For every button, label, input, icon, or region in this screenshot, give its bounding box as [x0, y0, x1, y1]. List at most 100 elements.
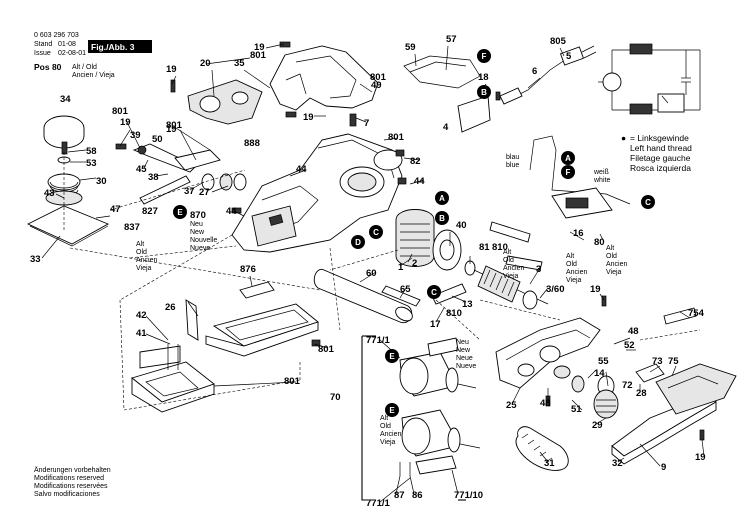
old-left-2: Old — [136, 249, 147, 256]
marker-circle — [435, 191, 449, 205]
fig-label-box — [88, 40, 152, 53]
marker-a: A — [435, 191, 449, 205]
part-number-label: 801 — [318, 344, 335, 355]
part-number-label: 20 — [200, 58, 211, 69]
main-housing — [231, 133, 403, 253]
marker-circle — [477, 49, 491, 63]
part-number-label: 57 — [446, 34, 457, 45]
leader-line — [179, 129, 197, 161]
leader-line — [189, 181, 205, 191]
part-number-label: 7 — [364, 118, 369, 129]
part-number-label: 801 — [388, 132, 405, 143]
marker-circle — [351, 235, 365, 249]
footer-line-1: Änderungen vorbehalten — [34, 466, 111, 474]
leader-line — [171, 75, 177, 85]
old-right-1: Alt — [566, 253, 574, 260]
leader-line — [569, 231, 585, 241]
new-left-2: New — [190, 229, 205, 236]
base-plate — [205, 281, 319, 357]
footer-notes: Änderungen vorbehalten Modifications res… — [34, 466, 111, 498]
construction-line — [329, 247, 341, 331]
marker-c: C — [641, 195, 655, 209]
leader-line — [143, 159, 149, 169]
wiring-schematic — [598, 43, 701, 115]
leader-line — [617, 457, 625, 463]
leader-line — [313, 343, 329, 349]
part-number-label: 810 — [446, 308, 462, 319]
handle-housing-top — [187, 45, 379, 125]
part-number-label: 33 — [30, 254, 41, 265]
motor-variants — [361, 335, 481, 501]
part-number-label: 827 — [142, 206, 158, 217]
gear-housing — [495, 307, 737, 471]
part-number-label: 72 — [622, 380, 633, 391]
construction-line — [119, 234, 233, 301]
leader-line — [211, 185, 229, 193]
old-80-1: Alt — [606, 245, 614, 252]
leader-line — [539, 287, 549, 299]
marker-e: E — [385, 349, 399, 363]
doc-number: 0 603 296 703 — [34, 32, 79, 39]
fig-label: Fig./Abb. 3 — [91, 42, 135, 52]
pos-note-2: Ancien / Vieja — [72, 72, 115, 79]
leader-line — [355, 117, 367, 123]
old-right-4: Vieja — [566, 277, 582, 284]
leader-line — [95, 215, 111, 219]
marker-b: B — [435, 211, 449, 225]
switch-assembly: blau blue weiß white — [506, 135, 631, 219]
part-number-label: 37 — [184, 186, 195, 197]
new-left-4: Nueve — [190, 245, 210, 252]
marker-letter: B — [439, 214, 445, 223]
part-number-label: 18 — [478, 72, 489, 83]
old-810-4: Vieja — [503, 273, 519, 280]
thread-legend: ● = Linksgewinde Left hand thread Fileta… — [621, 133, 692, 173]
part-number-label: 70 — [330, 392, 341, 403]
part-number-label: 34 — [60, 94, 71, 105]
part-number-label: 30 — [96, 176, 107, 187]
part-number-label: 19 — [695, 452, 706, 463]
part-number-label: 801 — [250, 50, 267, 61]
leader-line — [379, 477, 411, 503]
part-number-label: 60 — [366, 268, 377, 279]
construction-line — [119, 299, 125, 411]
pos-label: Pos 80 — [34, 62, 62, 72]
marker-circle — [561, 151, 575, 165]
new-left-3: Nouvelle — [190, 237, 217, 244]
leader-line — [119, 129, 131, 147]
leader-line — [571, 399, 583, 411]
old-mid-2: Old — [380, 423, 391, 430]
old-right-3: Ancien — [566, 269, 588, 276]
wire-blau: blau — [506, 154, 519, 161]
wire-white: white — [593, 177, 610, 184]
part-number-label: 19 — [120, 117, 131, 128]
marker-d: D — [351, 235, 365, 249]
part-number-label: 25 — [506, 400, 517, 411]
part-number-label: 50 — [152, 134, 163, 145]
leader-line — [399, 287, 407, 299]
part-number-label: 9 — [661, 462, 666, 473]
leader-line — [539, 451, 549, 463]
part-number-label: 32 — [612, 458, 623, 469]
leader-line — [145, 333, 171, 345]
old-left-1: Alt — [136, 241, 144, 248]
legend-symbol: ● — [621, 133, 626, 143]
part-number-label: 801 — [370, 72, 387, 83]
marker-letter: C — [373, 228, 379, 237]
footer-line-2: Modifications reserved — [34, 475, 104, 482]
marker-a: A — [561, 151, 575, 165]
part-number-label: 35 — [234, 58, 245, 69]
leader-line — [451, 295, 467, 303]
marker-f: F — [561, 165, 575, 179]
marker-letter: F — [482, 52, 487, 61]
part-number-label: 13 — [462, 299, 473, 310]
part-number-label: 801 — [166, 120, 183, 131]
part-number-label: 73 — [652, 356, 663, 367]
old-80-3: Ancien — [606, 261, 628, 268]
part-number-label: 75 — [668, 356, 679, 367]
part-number-label: 38 — [148, 172, 159, 183]
part-number-label: 49 — [371, 80, 382, 91]
old-left-3: Ancien — [136, 257, 158, 264]
part-number-label: 771/10 — [454, 490, 483, 501]
leader-line — [529, 267, 541, 285]
construction-line — [479, 299, 561, 321]
